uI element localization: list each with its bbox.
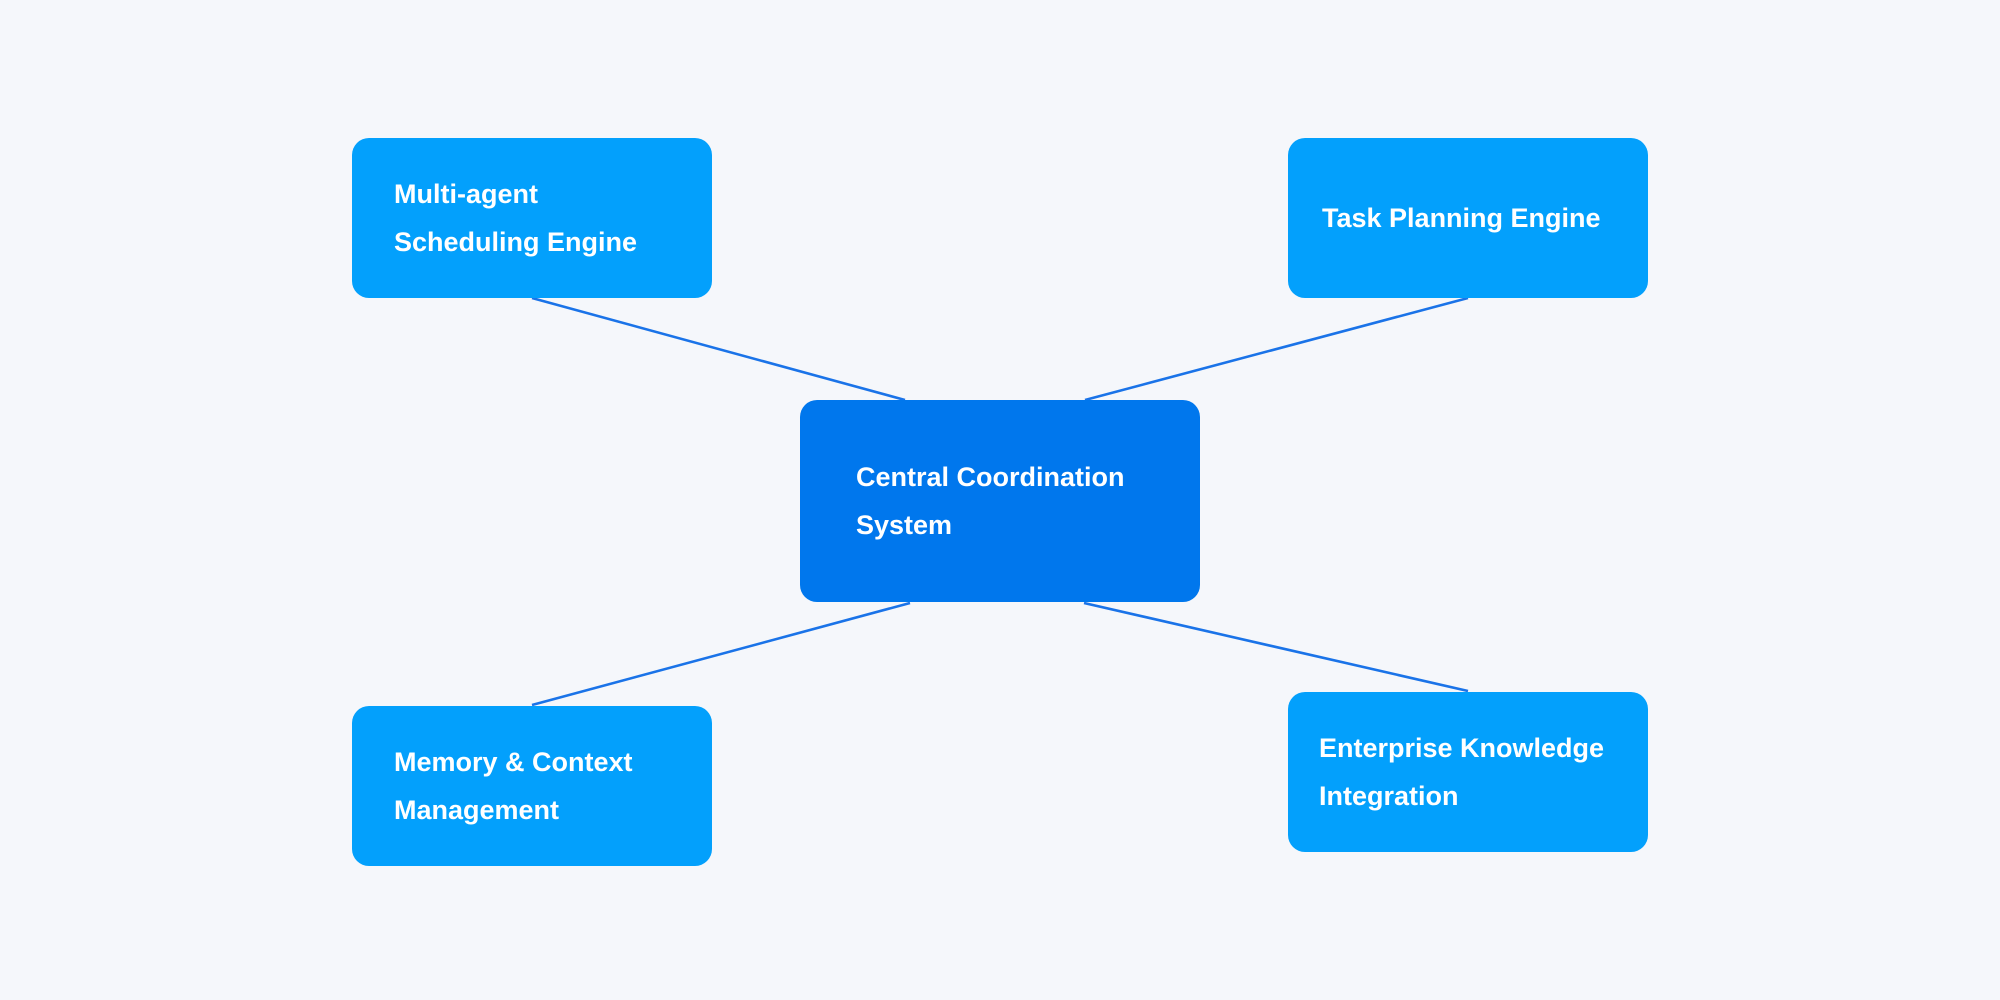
node-task-planning-engine[interactable]: Task Planning Engine — [1288, 138, 1648, 298]
node-label: Memory & Context Management — [394, 738, 633, 834]
node-label-line: Scheduling Engine — [394, 227, 638, 257]
node-label-line: Memory & Context — [394, 747, 633, 777]
node-enterprise-knowledge-integration[interactable]: Enterprise Knowledge Integration — [1288, 692, 1648, 852]
node-label-line: Integration — [1319, 781, 1459, 811]
node-label-line: Multi-agent — [394, 179, 538, 209]
node-label-line: Task Planning Engine — [1322, 203, 1601, 233]
node-label: Central Coordination System — [856, 453, 1125, 549]
node-memory-context-management[interactable]: Memory & Context Management — [352, 706, 712, 866]
node-label: Task Planning Engine — [1322, 194, 1601, 242]
node-central-coordination-system[interactable]: Central Coordination System — [800, 400, 1200, 602]
node-label-line: Enterprise Knowledge — [1319, 733, 1605, 763]
node-multi-agent-scheduling-engine[interactable]: Multi-agent Scheduling Engine — [352, 138, 712, 298]
node-label-line: System — [856, 510, 953, 540]
node-label-line: Management — [394, 795, 560, 825]
node-label: Multi-agent Scheduling Engine — [394, 170, 637, 266]
edge-central-to-multi-agent — [531, 296, 906, 402]
edge-central-to-memory-context — [531, 601, 911, 707]
edge-central-to-task-planning — [1084, 296, 1469, 402]
node-label: Enterprise Knowledge Integration — [1319, 724, 1604, 820]
node-label-line: Central Coordination — [856, 462, 1125, 492]
edge-central-to-enterprise-knowledge — [1083, 601, 1469, 693]
